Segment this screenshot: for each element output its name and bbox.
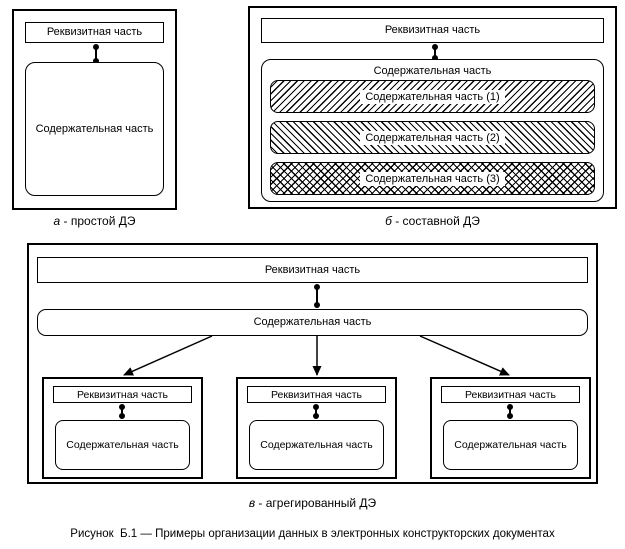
figure-caption: Рисунок Б.1 — Примеры организации данных… [70,528,555,540]
panel-v-caption: в - агрегированный ДЭ [27,496,598,510]
content-part-box: Содержательная часть [249,420,384,470]
link-connector [119,404,125,419]
panel-v-caption-letter: в [248,496,256,510]
content-container-label: Содержательная часть [373,64,492,77]
child-document-3: Реквизитная часть Содержательная часть [430,377,591,479]
panel-b-caption: б - составной ДЭ [248,214,617,228]
requisite-part-box: Реквизитная часть [25,22,164,43]
panel-a-caption-text: - простой ДЭ [63,214,136,228]
content-part-label: Содержательная часть [35,122,154,135]
link-connector [93,44,99,64]
requisite-part-box: Реквизитная часть [247,386,386,403]
content-part-1-label: Содержательная часть (1) [360,89,505,104]
content-part-bar: Содержательная часть [37,309,588,336]
content-part-2-label: Содержательная часть (2) [360,130,505,145]
content-part-box: Содержательная часть [443,420,578,470]
link-connector [432,44,438,61]
panel-b-caption-letter: б [385,214,392,228]
link-connector [314,284,320,308]
requisite-part-label: Реквизитная часть [271,388,362,401]
requisite-part-label: Реквизитная часть [77,388,168,401]
panel-b-compound-de: Реквизитная часть Содержательная часть С… [248,6,617,209]
requisite-part-box: Реквизитная часть [37,257,588,283]
content-part-label: Содержательная часть [253,316,372,329]
content-part-1-box: Содержательная часть (1) [270,80,595,113]
content-part-2-box: Содержательная часть (2) [270,121,595,154]
panel-a-caption-letter: а [53,214,61,228]
content-part-box: Содержательная часть [55,420,190,470]
panel-v-aggregated-de: Реквизитная часть Содержательная часть Р… [27,243,598,484]
child-document-1: Реквизитная часть Содержательная часть [42,377,203,479]
requisite-part-label: Реквизитная часть [264,263,361,276]
content-part-3-box: Содержательная часть (3) [270,162,595,195]
link-connector [313,404,319,419]
content-part-label: Содержательная часть [454,439,567,451]
panel-v-caption-text: - агрегированный ДЭ [258,496,377,510]
content-part-3-label: Содержательная часть (3) [360,171,505,186]
content-container-box: Содержательная часть Содержательная част… [261,59,604,202]
requisite-part-label: Реквизитная часть [465,388,556,401]
panel-a-simple-de: Реквизитная часть Содержательная часть [12,9,177,210]
content-part-box: Содержательная часть [25,62,164,196]
requisite-part-box: Реквизитная часть [261,18,604,43]
aggregation-arrows [123,335,510,376]
requisite-part-box: Реквизитная часть [53,386,192,403]
content-part-label: Содержательная часть [66,439,179,451]
panel-b-caption-text: - составной ДЭ [395,214,480,228]
child-document-2: Реквизитная часть Содержательная часть [236,377,397,479]
requisite-part-box: Реквизитная часть [441,386,580,403]
requisite-part-label: Реквизитная часть [46,26,143,39]
panel-a-caption: а - простой ДЭ [12,214,177,228]
link-connector [507,404,513,419]
requisite-part-label: Реквизитная часть [384,24,481,37]
content-part-label: Содержательная часть [260,439,373,451]
